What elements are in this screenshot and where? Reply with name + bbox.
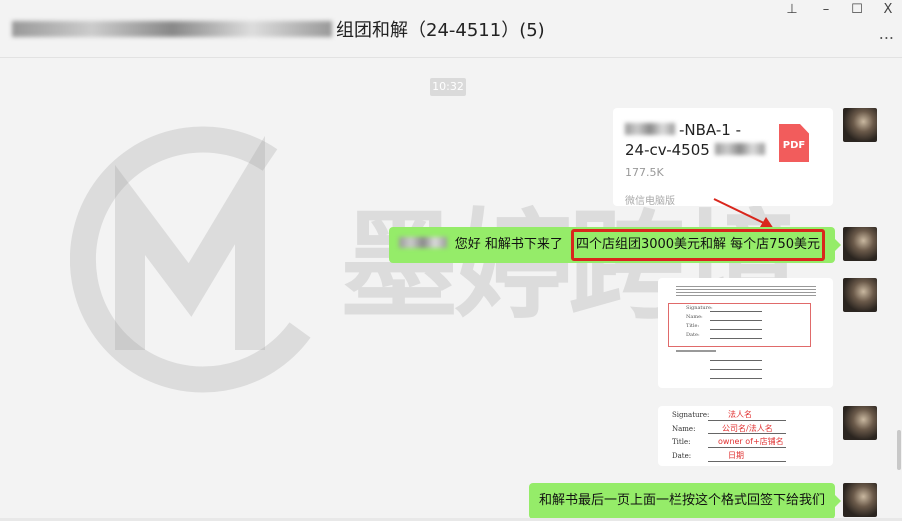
avatar[interactable] xyxy=(843,483,877,517)
pin-icon[interactable]: ⊥ xyxy=(786,2,798,17)
pdf-icon: PDF xyxy=(779,124,809,162)
scrollbar[interactable] xyxy=(897,430,901,470)
message-text: 您好 和解书下来了 xyxy=(454,237,563,252)
message-bubble[interactable]: 和解书最后一页上面一栏按这个格式回签下给我们 xyxy=(528,483,842,519)
image-message-signature-format[interactable]: Signature: Name: Title: Date: 法人名 公司名/法人… xyxy=(658,406,833,466)
chat-title-text: 组团和解（24-4511）(5) xyxy=(336,20,545,41)
watermark-logo xyxy=(70,126,311,393)
message-text: 和解书最后一页上面一栏按这个格式回签下给我们 xyxy=(538,493,825,508)
more-options-icon[interactable]: ... xyxy=(878,24,894,43)
minimize-button[interactable]: – xyxy=(822,2,830,17)
message-bubble[interactable]: 您好 和解书下来了 四个店组团3000美元和解 每个店750美元 xyxy=(388,227,842,263)
blurred-name xyxy=(12,21,332,37)
avatar[interactable] xyxy=(843,108,877,142)
red-arrow-annotation xyxy=(713,198,774,229)
file-size: 177.5K xyxy=(625,166,664,179)
avatar[interactable] xyxy=(843,406,877,440)
highlighted-text: 四个店组团3000美元和解 每个店750美元 xyxy=(570,229,825,261)
avatar[interactable] xyxy=(843,227,877,261)
maximize-button[interactable]: ☐ xyxy=(851,2,863,17)
avatar[interactable] xyxy=(843,278,877,312)
input-area-edge xyxy=(0,518,902,521)
chat-title: 组团和解（24-4511）(5) xyxy=(12,16,545,42)
file-name: -NBA-1 - 24-cv-4505 xyxy=(625,120,775,160)
file-source: 微信电脑版 xyxy=(625,196,675,207)
close-button[interactable]: X xyxy=(883,2,893,17)
timestamp: 10:32 xyxy=(430,78,466,96)
image-message-document[interactable]: Signature: Name: Title: Date: xyxy=(658,278,833,388)
file-message[interactable]: -NBA-1 - 24-cv-4505 PDF 177.5K 微信电脑版 xyxy=(613,108,833,207)
